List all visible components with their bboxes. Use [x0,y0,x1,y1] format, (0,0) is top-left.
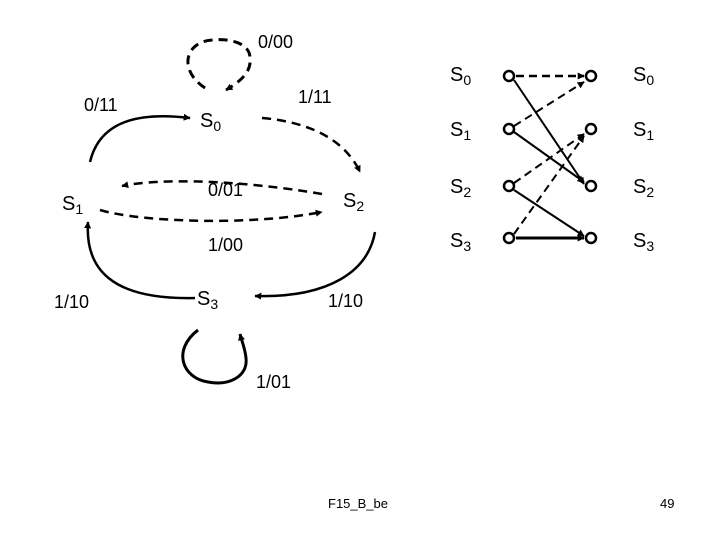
trellis-node-right-1 [584,122,598,136]
trellis: S0 S1 S2 S3 S0 S1 S2 S3 [450,64,654,254]
trellis-node-left-3 [502,231,516,245]
state-s0: S0 [200,110,221,134]
page-number: 49 [660,496,674,511]
trellis-edge-s2-s1 [513,133,585,184]
trellis-node-left-0 [502,69,516,83]
state-s3: S3 [197,288,218,312]
trellis-edge-s1-s2 [513,131,585,183]
label-s0-self: 0/00 [258,32,293,52]
label-s1-to-s3: 1/10 [54,292,89,312]
edge-s1-to-s3 [84,221,196,300]
footer-center: F15_B_be [328,496,388,511]
trellis-node-right-2 [584,179,598,193]
edge-s3-self [181,328,248,385]
edge-s0-self [186,38,252,92]
label-s3-self: 1/01 [256,372,291,392]
label-s1-to-s0: 0/11 [84,95,118,115]
state-s2: S2 [343,190,364,214]
trellis-left-s0: S0 [450,64,471,88]
state-diagram: 0/00 0/11 1/11 0/01 1/00 1/10 1/10 1/01 … [54,32,377,392]
trellis-edge-s1-s0 [513,81,585,127]
trellis-right-s2: S2 [633,176,654,200]
trellis-right-s3: S3 [633,230,654,254]
label-s0-to-s2: 1/11 [298,87,332,107]
trellis-right-s1: S1 [633,119,654,143]
trellis-left-s3: S3 [450,230,471,254]
edge-s1-to-s0 [88,113,191,163]
trellis-node-right-0 [584,69,598,83]
state-s1: S1 [62,193,83,217]
trellis-node-right-3 [584,231,598,245]
trellis-right-s0: S0 [633,64,654,88]
label-s3-to-s2: 1/00 [208,235,243,255]
trellis-node-left-1 [502,122,516,136]
edge-s2-to-s3 [254,231,377,300]
edge-s0-to-s2 [261,116,362,173]
trellis-left-s1: S1 [450,119,471,143]
trellis-edge-s3-s1 [513,135,585,235]
trellis-left-s2: S2 [450,176,471,200]
trellis-node-left-2 [502,179,516,193]
label-s2-to-s3: 1/10 [328,291,363,311]
edge-s3-to-s2 [99,208,323,223]
trellis-edge-s2-s3 [513,189,585,237]
edge-s2-to-s1 [121,180,323,196]
label-s2-to-s1: 0/01 [208,180,243,200]
trellis-edge-s0-s2 [513,79,585,185]
